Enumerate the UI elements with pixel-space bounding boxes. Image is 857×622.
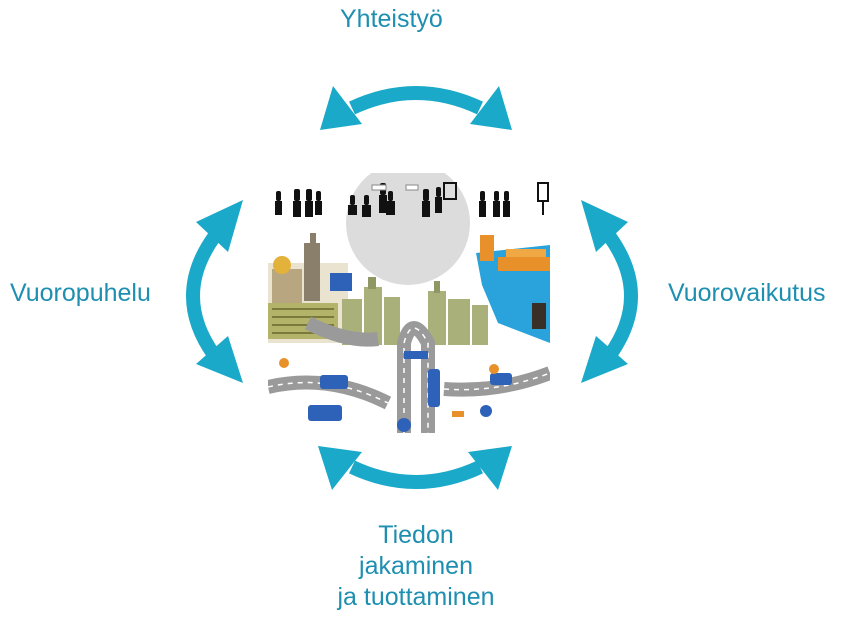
arrow-top xyxy=(349,86,483,115)
arrowhead-bottom-left xyxy=(318,446,362,490)
label-knowledge-sharing: Tiedon jakaminen ja tuottaminen xyxy=(300,520,532,613)
label-dialogue: Vuoropuhelu xyxy=(10,279,151,307)
arrowhead-left-top xyxy=(196,200,243,252)
arrow-left xyxy=(186,232,220,360)
city-cooperation-illustration xyxy=(268,173,550,433)
city-buildings xyxy=(342,287,488,345)
vehicles xyxy=(308,351,512,432)
label-interaction: Vuorovaikutus xyxy=(668,279,826,307)
arrow-bottom xyxy=(349,460,483,489)
arrowhead-bottom-right xyxy=(468,446,512,490)
arrow-right xyxy=(604,232,638,360)
label-knowledge-line-3: ja tuottaminen xyxy=(337,583,495,611)
harbor xyxy=(476,235,550,343)
arrowhead-right-bottom xyxy=(581,336,628,383)
label-knowledge-line-1: Tiedon xyxy=(378,521,454,549)
arrowhead-right-top xyxy=(581,200,628,252)
label-knowledge-line-2: jakaminen xyxy=(359,552,473,580)
arrowhead-left-bottom xyxy=(196,336,243,383)
arrowhead-top-left xyxy=(320,86,362,130)
arrowhead-top-right xyxy=(470,86,512,130)
label-cooperation: Yhteistyö xyxy=(340,5,443,33)
people-row xyxy=(275,182,549,217)
